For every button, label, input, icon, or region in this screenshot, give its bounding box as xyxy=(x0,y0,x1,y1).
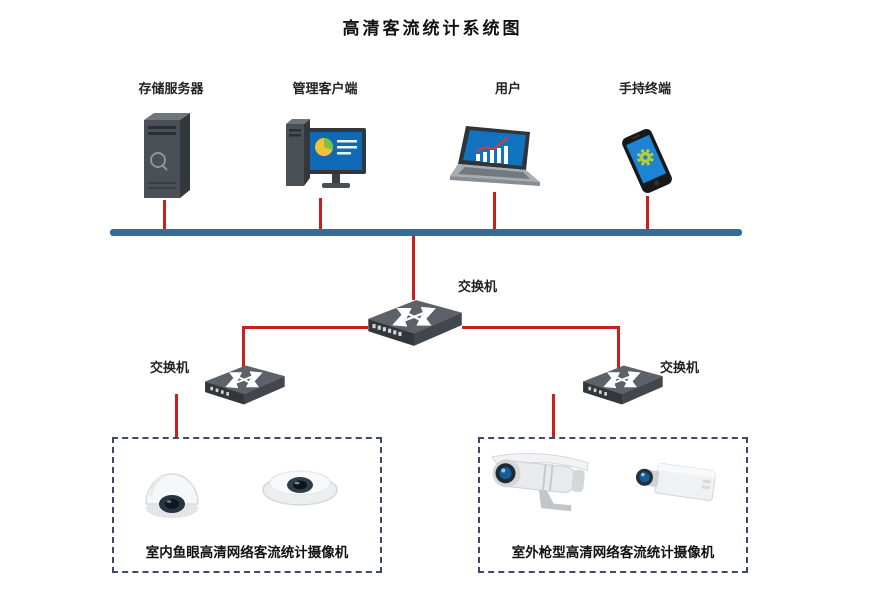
bullet-camera-icon xyxy=(491,452,589,512)
cable-right-switch-to-cameras xyxy=(552,394,555,438)
box-camera-icon xyxy=(635,462,717,501)
storage-server-label: 存储服务器 xyxy=(138,81,204,96)
cable-laptop-to-bus xyxy=(493,192,496,232)
diagram-title: 高清客流统计系统图 xyxy=(342,19,523,38)
management-client-label: 管理客户端 xyxy=(292,81,358,96)
cable-main-to-right-horizontal xyxy=(462,326,620,329)
cable-phone-to-bus xyxy=(646,196,649,232)
cable-main-to-left-vertical xyxy=(242,326,245,372)
network-bus-line xyxy=(110,229,742,236)
handheld-terminal-label: 手持终端 xyxy=(618,81,671,96)
right-switch-icon xyxy=(583,365,663,405)
fisheye-panoramic-camera-icon xyxy=(262,470,338,506)
left-switch-label: 交换机 xyxy=(150,360,190,375)
smartphone-icon xyxy=(622,129,672,193)
laptop-icon xyxy=(450,126,540,186)
cable-left-switch-to-cameras xyxy=(175,394,178,438)
indoor-camera-group-label: 室内鱼眼高清网络客流统计摄像机 xyxy=(145,545,349,560)
left-switch-icon xyxy=(205,365,285,405)
cable-main-to-left-horizontal xyxy=(242,326,368,329)
cable-storage-to-bus xyxy=(163,200,166,232)
cable-main-to-right-vertical xyxy=(617,326,620,372)
fisheye-dome-camera-icon xyxy=(145,473,199,518)
cable-bus-to-main-switch xyxy=(412,236,415,300)
main-switch-label: 交换机 xyxy=(458,279,498,294)
main-switch-icon xyxy=(368,300,462,346)
user-label: 用户 xyxy=(494,81,521,96)
outdoor-camera-group-label: 室外枪型高清网络客流统计摄像机 xyxy=(511,545,715,560)
cable-client-to-bus xyxy=(319,198,322,232)
right-switch-label: 交换机 xyxy=(660,360,700,375)
desktop-client-icon xyxy=(286,119,366,188)
storage-server-icon xyxy=(144,113,190,198)
